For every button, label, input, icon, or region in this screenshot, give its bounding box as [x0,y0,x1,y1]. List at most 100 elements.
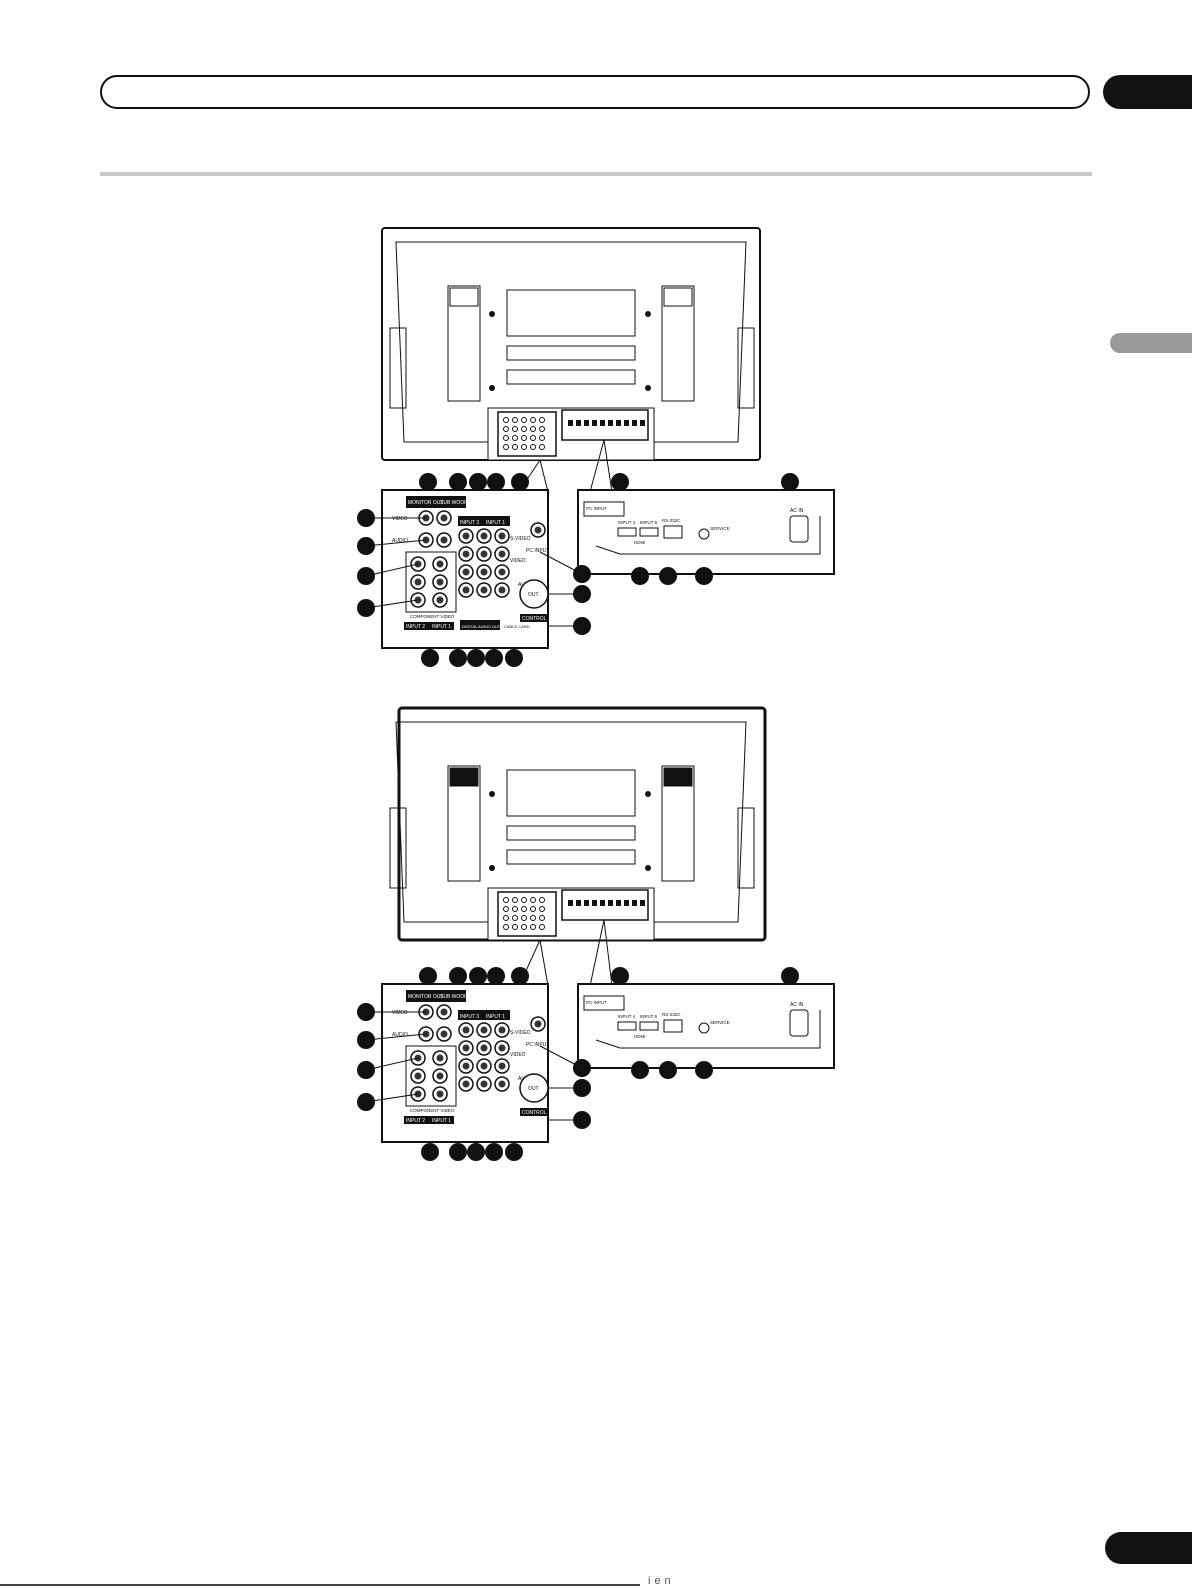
label-video: VIDEO [392,516,408,522]
callout-marker-1 [449,967,467,985]
label-rs232c: RS-232C [662,518,681,523]
callout-marker-6 [781,967,799,985]
mini-jack [503,906,509,912]
vent-slot-2 [506,849,636,865]
tv-rear-housing [389,706,767,942]
mini-vent [568,900,573,906]
language-side-tab [1110,333,1192,353]
screw-2 [489,385,495,391]
mini-jack [503,924,509,930]
av-input-jack-pin [498,550,506,558]
callout-marker-14 [631,1061,649,1079]
right-side-grip [737,807,755,889]
leader-line [365,599,419,609]
leader-line [365,563,419,577]
pc-input-dsub [583,995,625,1011]
callout-marker-20 [485,1143,503,1161]
mini-jack [512,897,518,903]
mini-vent [624,900,629,906]
mini-jack [539,426,545,432]
chapter-header-bar [100,75,1090,109]
label-monitor-out: MONITOR OUT [408,500,443,506]
hdmi-input4 [617,527,637,537]
mount-plate [506,289,636,337]
ac-in-socket [789,1009,809,1037]
zoom-line-right-a [589,439,605,493]
av-input-jack-pin [462,1026,470,1034]
label-component-video: COMPONENT VIDEO [410,1108,455,1113]
terminal-bay-left [497,891,557,937]
mini-vent [584,900,589,906]
service-port [698,528,710,540]
label-video-2: VIDEO [510,1052,526,1058]
digital-audio-strip [460,620,500,630]
label-out: OUT [528,592,539,598]
callout-marker-2 [469,473,487,491]
label-ac-in: AC IN [790,1002,804,1008]
hdmi-input4 [617,1021,637,1031]
label-rs232c: RS-232C [662,1012,681,1017]
label-ac-in: AC IN [790,508,804,514]
callout-marker-17 [421,649,439,667]
callout-marker-15 [659,1061,677,1079]
vent-slot-1 [506,345,636,361]
right-speaker-cavity [661,285,695,402]
mini-jack [530,417,536,423]
left-speaker-cavity [447,765,481,882]
footer-rule [0,1584,640,1586]
mini-jack [539,444,545,450]
mini-jack [521,915,527,921]
av-input-jack-pin [498,532,506,540]
mini-jack [503,417,509,423]
callout-marker-18 [449,649,467,667]
label-input5: INPUT 5 [640,1014,658,1019]
label-input5: INPUT 5 [640,520,658,525]
terminal-bay [487,407,655,461]
callout-marker-21 [505,649,523,667]
av-input-jack-pin [498,1080,506,1088]
monitor-out-header [406,496,466,508]
mini-vent [608,420,613,426]
screw-0 [489,791,495,797]
screw-3 [645,385,651,391]
leader-line [365,539,427,547]
label-out: OUT [528,1086,539,1092]
callout-marker-0 [419,473,437,491]
mini-jack [521,444,527,450]
mini-vent [616,900,621,906]
callout-marker-19 [467,1143,485,1161]
sub-woofer-jack-pin [440,514,448,522]
av-input-jack-pin [462,568,470,576]
mini-vent [592,900,597,906]
leader-line [539,551,583,575]
monitor-out-header [406,990,466,1002]
component-input1-jack-pin [436,1090,444,1098]
mini-jack [503,426,509,432]
mini-jack [521,417,527,423]
av-input-jack-pin [480,568,488,576]
callout-marker-2 [469,967,487,985]
mini-jack [512,426,518,432]
terminal-bay [487,887,655,941]
callout-marker-1 [449,473,467,491]
pc-audio-jack-pin [534,1020,542,1028]
callout-marker-14 [631,567,649,585]
av-input-jack-pin [498,1044,506,1052]
input-header-strip [458,1010,510,1020]
mini-vent [608,900,613,906]
mini-jack [530,435,536,441]
mini-jack [521,426,527,432]
control-strip [520,1108,548,1116]
callout-marker-3 [487,473,505,491]
tv-inner-frame [395,241,747,443]
label-hdmi: HDMI [634,1034,646,1039]
label-input2: INPUT 2 [406,624,425,630]
right-panel-inner-edge [595,516,821,555]
mini-jack [539,906,545,912]
label-s-video: S-VIDEO [510,536,531,542]
mini-vent [576,900,581,906]
zoom-line-right-b [603,439,613,493]
component-input1-jack-pin [436,560,444,568]
av-input-jack-pin [480,586,488,594]
